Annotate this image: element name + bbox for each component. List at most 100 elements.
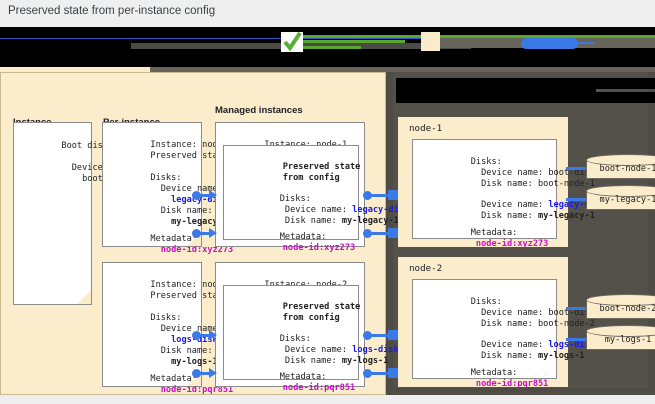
device-name-label: Device name:	[150, 184, 223, 194]
per-instance-config-node-1: Instance: node-1 Preserved state Disks: …	[102, 122, 233, 255]
device-name-label: Device name:	[279, 205, 353, 215]
node-details-box: Disks: Device name: boot-disk Disk name:…	[412, 139, 605, 249]
node-card-node-2: node-2 Disks: Device name: boot-disk Dis…	[398, 257, 595, 389]
metadata-label: Metadata:	[279, 372, 327, 382]
disks-label: Disks:	[150, 313, 182, 323]
connector-line	[199, 372, 211, 375]
disk-top-ellipse	[586, 325, 655, 337]
node-details-box: Disks: Device name: boot-disk Disk name:…	[412, 279, 595, 389]
node-name-label: node-2	[409, 263, 443, 274]
metadata-value: node-id:pqr851	[150, 385, 234, 395]
disk-name-label: Disk name:	[279, 356, 342, 366]
connector-arrow-icon	[209, 368, 217, 378]
folded-corner-icon	[77, 290, 91, 304]
device-name-value: legacy-disk	[150, 195, 229, 205]
legend-green-check-icon	[281, 31, 303, 52]
connector-square	[388, 368, 399, 378]
disk-label: my-legacy-1	[599, 195, 655, 205]
preserved-state-line-1: Preserved state	[282, 162, 361, 172]
managed-instance-node-2: Instance: node-2 Preserved state from co…	[215, 262, 399, 393]
connector-line	[370, 334, 390, 337]
device-name-label: Device name:	[279, 345, 353, 355]
metadata-label: Metadata:	[470, 368, 518, 378]
disk-connector-line	[566, 167, 586, 170]
connector-dot	[363, 331, 372, 340]
diagram-stage: Instance template Per-instance configs M…	[0, 72, 655, 404]
managed-instance-node-1: Instance: node-1 Preserved state from co…	[215, 122, 409, 253]
disk-cylinder-boot-node-1: boot-node-1	[586, 154, 655, 182]
disk-cylinder-boot-node-2: boot-node-2	[586, 294, 655, 322]
runtime-panel-heading-obscured-2	[396, 92, 655, 103]
metadata-label: Metadata:	[150, 374, 197, 384]
connector-line	[370, 194, 390, 197]
legend-green-line-3	[288, 46, 361, 49]
boot-disk-label: Boot disk:	[61, 141, 114, 151]
disks-label: Disks:	[279, 194, 311, 204]
connector-dot	[363, 191, 372, 200]
legend-blue-pill	[521, 38, 578, 49]
metadata-label: Metadata:	[470, 228, 518, 238]
disk-connector-line	[566, 307, 586, 310]
extra-device-value: logs-disk	[548, 340, 595, 350]
boot-device-name: Device name: boot-disk	[470, 308, 595, 318]
disk-name-value: my-legacy-1	[341, 216, 399, 226]
connector-dot	[192, 331, 201, 340]
metadata-value: node-id:xyz273	[282, 243, 356, 253]
disks-label: Disks:	[150, 173, 182, 183]
metadata-value: node-id:xyz273	[470, 239, 549, 249]
disks-label: Disks:	[470, 297, 502, 307]
disk-name-value: my-logs-1	[150, 357, 218, 367]
disk-cylinder-my-legacy-1: my-legacy-1	[586, 185, 655, 213]
connector-arrow-icon	[209, 190, 217, 200]
node-card-node-1: node-1 Disks: Device name: boot-disk Dis…	[398, 117, 605, 249]
disks-label: Disks:	[279, 334, 311, 344]
disk-connector-line	[566, 198, 586, 201]
disk-top-ellipse	[586, 185, 655, 197]
metadata-value: node-id:pqr851	[282, 383, 356, 393]
extra-device-label: Device name:	[470, 200, 549, 210]
title-bar: Preserved state from per-instance config	[0, 0, 655, 27]
device-name-value: logs-disk	[150, 335, 218, 345]
disk-name-value: my-logs-1	[341, 356, 389, 366]
device-name-value: logs-disk	[352, 345, 399, 355]
connector-arrow-icon	[209, 228, 217, 238]
disk-top-ellipse	[586, 154, 655, 166]
runtime-panel-heading-obscured-1	[396, 78, 655, 89]
connector-line	[370, 232, 390, 235]
connector-dot	[192, 369, 201, 378]
disk-name-label: Disk name:	[150, 346, 213, 356]
preserved-state-line-2: from config	[282, 173, 340, 183]
connector-line	[199, 334, 211, 337]
boot-disk-name: Disk name: boot-node-2	[470, 319, 595, 329]
preserved-state-line-1: Preserved state	[282, 302, 361, 312]
page-title: Preserved state from per-instance config	[8, 5, 216, 17]
legend-beige-swatch	[421, 32, 440, 51]
connector-arrow-icon	[209, 330, 217, 340]
extra-disk-value: my-legacy-1	[538, 211, 595, 221]
preserved-state-line-2: from config	[282, 313, 340, 323]
boot-disk-name: Disk name: boot-node-1	[470, 179, 595, 189]
node-name-label: node-1	[409, 123, 443, 134]
legend-band	[0, 27, 655, 72]
metadata-label: Metadata:	[150, 234, 197, 244]
connector-dot	[363, 369, 372, 378]
disk-name-value: my-legacy-1	[150, 217, 229, 227]
legend-bottom-strip-gray	[150, 67, 655, 72]
device-name-label: Device name:	[150, 324, 223, 334]
disks-label: Disks:	[470, 157, 502, 167]
metadata-value: node-id:xyz273	[150, 245, 234, 255]
connector-square	[388, 330, 399, 340]
connector-square	[388, 228, 399, 238]
connector-dot	[192, 191, 201, 200]
legend-blue-tail	[568, 42, 594, 44]
preserved-state-inner-box: Preserved state from config Disks: Devic…	[223, 285, 399, 393]
boot-device-name: Device name: boot-disk	[470, 168, 595, 178]
extra-disk-label: Disk name:	[470, 351, 539, 361]
disk-top-ellipse	[586, 294, 655, 306]
extra-disk-label: Disk name:	[470, 211, 539, 221]
disk-connector-line	[566, 338, 586, 341]
legend-rule	[0, 38, 655, 39]
extra-device-label: Device name:	[470, 340, 549, 350]
device-name-value: legacy-disk	[352, 205, 410, 215]
